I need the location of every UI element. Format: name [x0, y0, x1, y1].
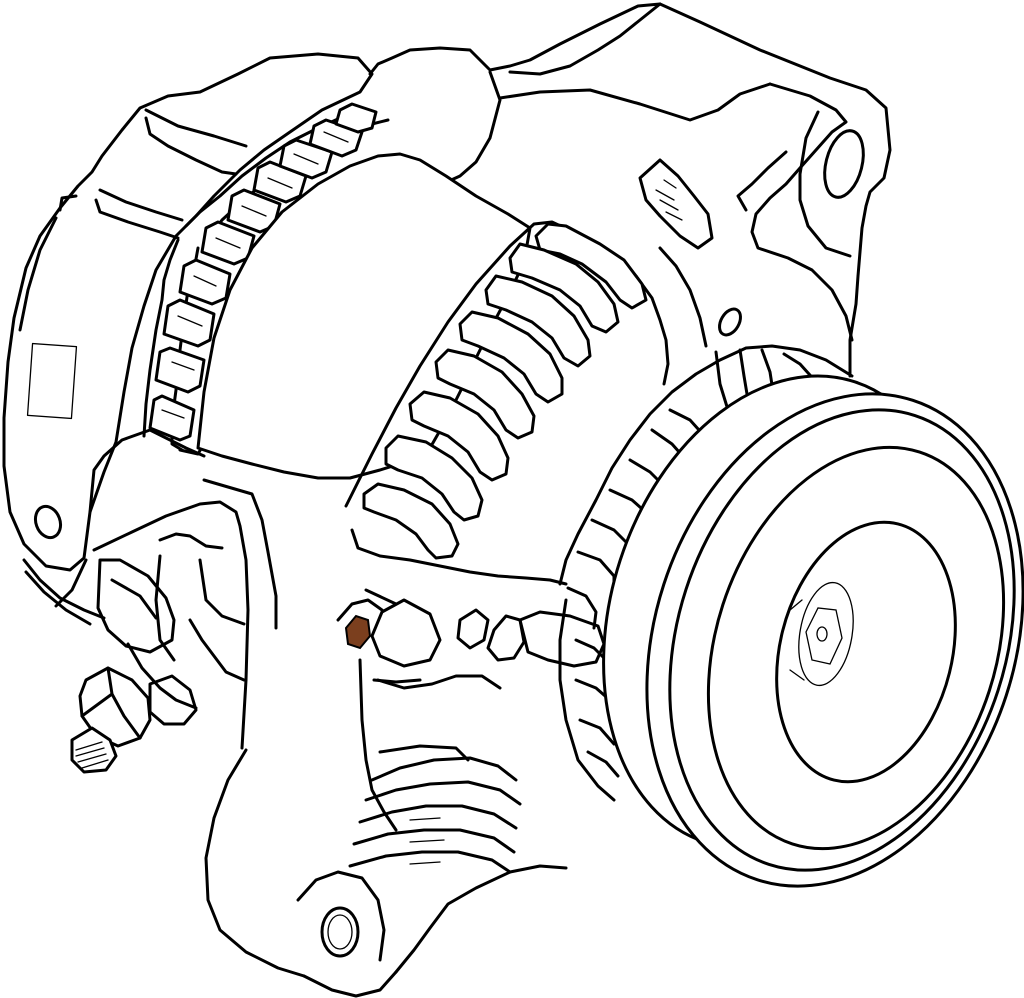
bottom-mount-hole [320, 906, 360, 958]
pulley [602, 374, 1024, 888]
shaft-nut [805, 607, 843, 665]
terminal-stud [70, 558, 198, 774]
mount-ear-hole [823, 129, 865, 199]
indicator-marker [344, 614, 372, 650]
rear-end-cap [2, 52, 374, 626]
housing-body [88, 2, 892, 998]
stator-band [142, 102, 390, 456]
label-plate [26, 342, 78, 420]
mount-hole [33, 504, 63, 540]
front-vent-fins [344, 220, 670, 586]
